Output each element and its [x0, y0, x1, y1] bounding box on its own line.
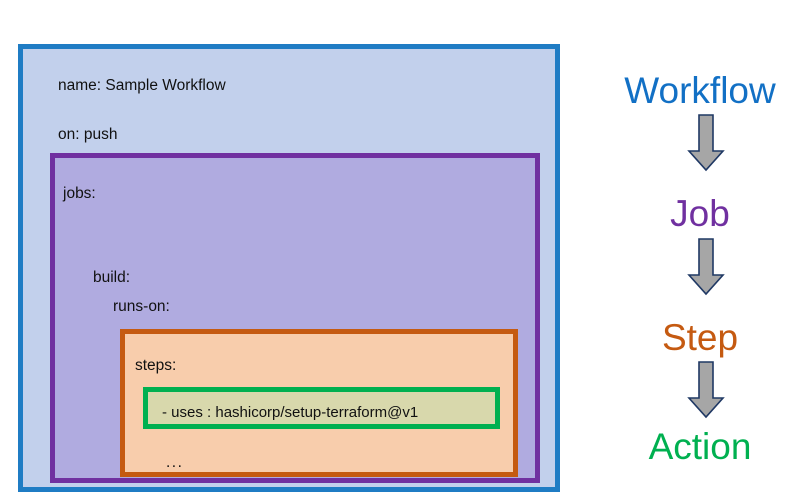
workflow-box: name: Sample Workflow on: push jobs: bui… [18, 44, 560, 492]
hierarchy-legend: Workflow Job Step Action [600, 52, 800, 477]
yaml-line-build: build: [93, 269, 131, 286]
yaml-line-name: name: Sample Workflow [58, 77, 226, 94]
arrow-down-icon [687, 361, 725, 419]
yaml-line-uses: - uses : hashicorp/setup-terraform@v1 [162, 404, 419, 421]
arrow-down-icon [687, 238, 725, 296]
legend-label-action: Action [648, 426, 752, 467]
yaml-line-runs-on: runs-on: [113, 298, 170, 315]
yaml-line-on: on: push [58, 126, 118, 143]
action-box: - uses : hashicorp/setup-terraform@v1 [143, 387, 500, 429]
arrow-down-icon [687, 114, 725, 172]
legend-label-workflow: Workflow [624, 70, 776, 111]
legend-label-step: Step [661, 317, 739, 358]
yaml-line-steps: steps: [135, 357, 177, 374]
step-box: steps: - uses : hashicorp/setup-terrafor… [120, 329, 518, 477]
legend-label-job: Job [670, 193, 730, 234]
yaml-line-jobs: jobs: [63, 185, 96, 202]
job-box: jobs: build: runs-on: steps: - uses : ha… [50, 153, 540, 483]
yaml-line-ellipsis: ... [166, 454, 184, 471]
